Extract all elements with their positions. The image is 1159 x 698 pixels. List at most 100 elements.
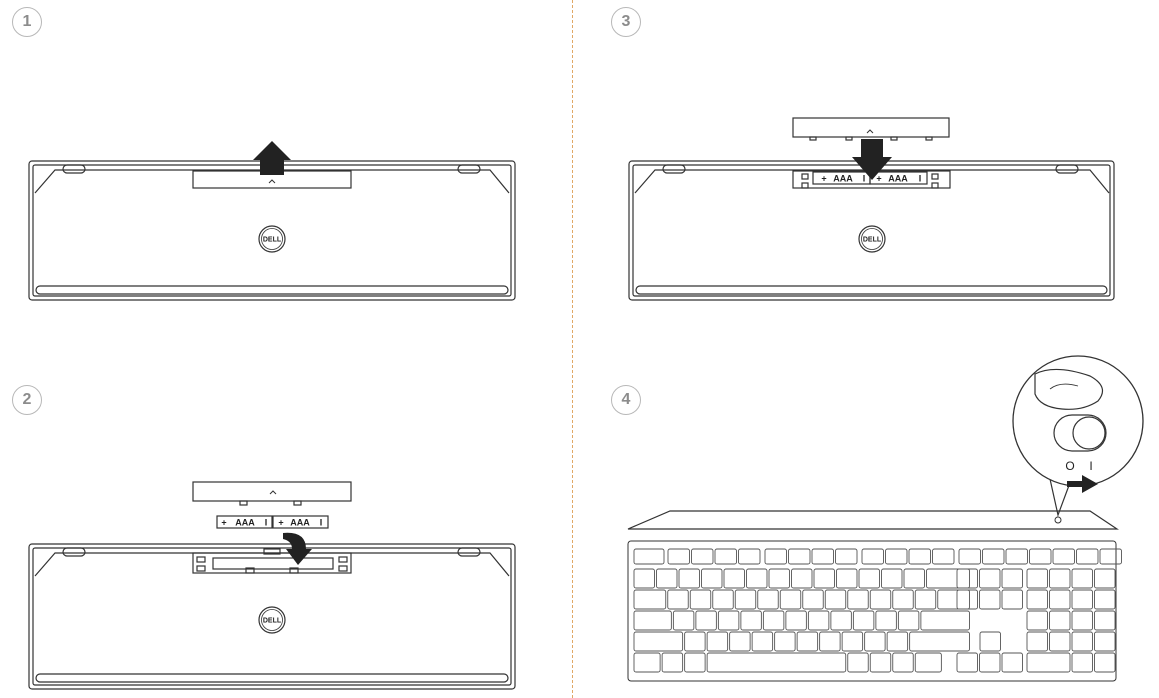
keyboard-key (1071, 610, 1093, 631)
dell-logo-text: DELL (263, 237, 282, 244)
power-switch-icon (1054, 516, 1062, 524)
keyboard-key (1049, 589, 1071, 610)
step-2-badge: 2 (12, 385, 42, 415)
keyboard-key (956, 652, 978, 673)
keyboard-key (932, 548, 955, 565)
step-1-illustration: DELL (28, 141, 516, 301)
step-4-illustration: O I (627, 355, 1144, 682)
keys-group (633, 548, 1122, 673)
keyboard-key (1001, 568, 1023, 589)
keyboard-key (920, 610, 970, 631)
keyboard-key (852, 610, 875, 631)
keyboard-key (712, 589, 734, 610)
step-4-badge: 4 (611, 385, 641, 415)
keyboard-key (1094, 652, 1116, 673)
keyboard-rear-edge (627, 510, 1119, 530)
keyboard-key (774, 631, 796, 652)
keyboard-key (1094, 610, 1116, 631)
panel-divider (572, 0, 573, 698)
keyboard-key (1094, 589, 1116, 610)
dell-logo: DELL (258, 606, 286, 634)
battery-minus-label: I (320, 518, 323, 528)
keyboard-key (956, 589, 978, 610)
keyboard-key (909, 631, 970, 652)
keyboard-key (903, 568, 925, 589)
keyboard-bottom-body (628, 160, 1115, 301)
power-switch-callout: O I (1012, 355, 1144, 518)
tilt-foot-left (662, 164, 686, 174)
keyboard-foot-bar (35, 673, 509, 683)
keyboard-key (768, 568, 790, 589)
keyboard-key (764, 548, 787, 565)
keyboard-key (1076, 548, 1099, 565)
keyboard-key (723, 568, 745, 589)
battery-minus-label: I (919, 174, 922, 184)
keyboard-key (691, 548, 714, 565)
battery-cover (192, 481, 352, 502)
keyboard-key (914, 589, 937, 610)
keyboard-key (672, 610, 695, 631)
power-slider-track (1053, 414, 1107, 452)
keyboard-key (633, 568, 655, 589)
keyboard-key (807, 610, 830, 631)
keyboard-key (1026, 589, 1048, 610)
keyboard-key (802, 589, 824, 610)
keyboard-key (1094, 631, 1116, 652)
keyboard-key (656, 568, 678, 589)
keyboard-key (847, 589, 869, 610)
battery-plus-label: + (821, 174, 826, 184)
keyboard-key (678, 568, 700, 589)
keyboard-key (779, 589, 802, 610)
tilt-foot-right (1055, 164, 1079, 174)
battery-plus-label: + (876, 174, 881, 184)
keyboard-key (1052, 548, 1075, 565)
keyboard-key (667, 548, 690, 565)
keyboard-top (627, 540, 1117, 682)
keyboard-key (897, 610, 920, 631)
keyboard-key (813, 568, 835, 589)
keyboard-key (684, 631, 706, 652)
keyboard-key (788, 548, 811, 565)
keyboard-key (841, 631, 864, 652)
insert-arrow-icon (283, 532, 312, 565)
keyboard-key (937, 589, 970, 610)
battery-type-label: AAA (290, 518, 310, 528)
tilt-foot-right (457, 547, 481, 557)
down-arrow-icon (852, 139, 892, 180)
keyboard-key (869, 589, 892, 610)
switch-on-label: I (1089, 459, 1092, 473)
keyboard-key (858, 568, 880, 589)
keyboard-key (661, 652, 684, 673)
aaa-battery-left (216, 515, 273, 529)
keyboard-key (958, 548, 981, 565)
keyboard-key (689, 589, 712, 610)
power-slider-knob (1072, 416, 1106, 450)
right-arrow-icon (1067, 475, 1098, 493)
keyboard-key (1001, 652, 1023, 673)
keyboard-key (1026, 568, 1048, 589)
keyboard-key (892, 589, 914, 610)
keyboard-key (1071, 568, 1093, 589)
keyboard-key (706, 652, 847, 673)
keyboard-key (979, 631, 1001, 652)
aaa-battery-right (272, 515, 329, 529)
keyboard-key (729, 631, 751, 652)
keyboard-key (1049, 610, 1071, 631)
keyboard-key (1049, 568, 1071, 589)
finger-icon (1034, 368, 1104, 410)
dell-logo-text: DELL (863, 237, 882, 244)
keyboard-key (740, 610, 762, 631)
keyboard-key (633, 652, 661, 673)
keyboard-key (926, 568, 970, 589)
battery-minus-label: I (863, 174, 866, 184)
keyboard-key (757, 589, 779, 610)
keyboard-key (717, 610, 740, 631)
up-arrow-icon (253, 141, 291, 175)
keyboard-key (633, 631, 684, 652)
dell-logo: DELL (258, 225, 286, 253)
battery-compartment (192, 552, 352, 574)
tilt-foot-left (62, 547, 86, 557)
keyboard-key (1026, 610, 1048, 631)
keyboard-key (751, 631, 774, 652)
keyboard-key (633, 589, 667, 610)
